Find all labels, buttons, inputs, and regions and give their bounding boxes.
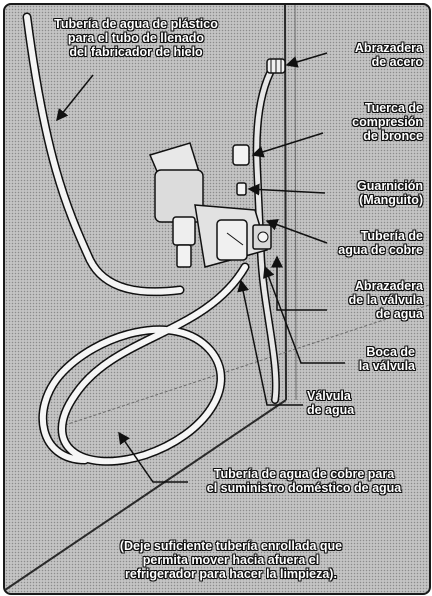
leader-ferrule — [247, 183, 326, 196]
brass-nut — [232, 144, 250, 166]
cabinet-inner-edge — [294, 5, 297, 401]
leader-brass-nut — [251, 132, 324, 158]
leader-water-valve — [237, 279, 303, 406]
leader-lines — [56, 52, 345, 483]
leader-plastic-tubing — [56, 74, 94, 122]
label-plastic-tubing: Tubería de agua de plástico para el tubo… — [54, 17, 218, 59]
floor-line — [64, 304, 429, 426]
label-cleaning-note: (Deje suficiente tubería enrollada que p… — [119, 539, 343, 581]
illustration — [5, 5, 429, 591]
label-brass-nut: Tuerca de compresión de bronce — [352, 101, 423, 143]
water-valve-assembly — [148, 142, 272, 268]
cabinet-bottom-edge — [5, 399, 287, 591]
label-copper-tubing: Tubería de agua de cobre — [338, 229, 423, 257]
label-valve-clamp: Abrazadera de la válvula de agua — [348, 279, 423, 321]
leader-household-supply — [118, 431, 188, 483]
label-steel-clamp: Abrazadera de acero — [354, 41, 423, 69]
label-valve-inlet: Boca de la válvula — [358, 345, 415, 373]
diagram-panel: Tubería de agua de plástico para el tubo… — [3, 3, 431, 595]
label-water-valve: Válvula de agua — [307, 389, 355, 417]
coiled-supply-tubing — [38, 262, 250, 466]
copper-tubing-upright — [252, 63, 280, 404]
leader-valve-clamp — [271, 255, 327, 311]
label-ferrule: Guarnición (Manguito) — [357, 179, 423, 207]
plastic-tubing — [22, 12, 185, 297]
ferrule — [236, 182, 247, 196]
steel-clamp — [266, 58, 286, 74]
leader-valve-inlet — [263, 265, 345, 364]
leader-steel-clamp — [285, 52, 328, 68]
leader-copper-tubing — [265, 218, 328, 244]
label-household-supply: Tubería de agua de cobre para el suminis… — [206, 467, 402, 495]
